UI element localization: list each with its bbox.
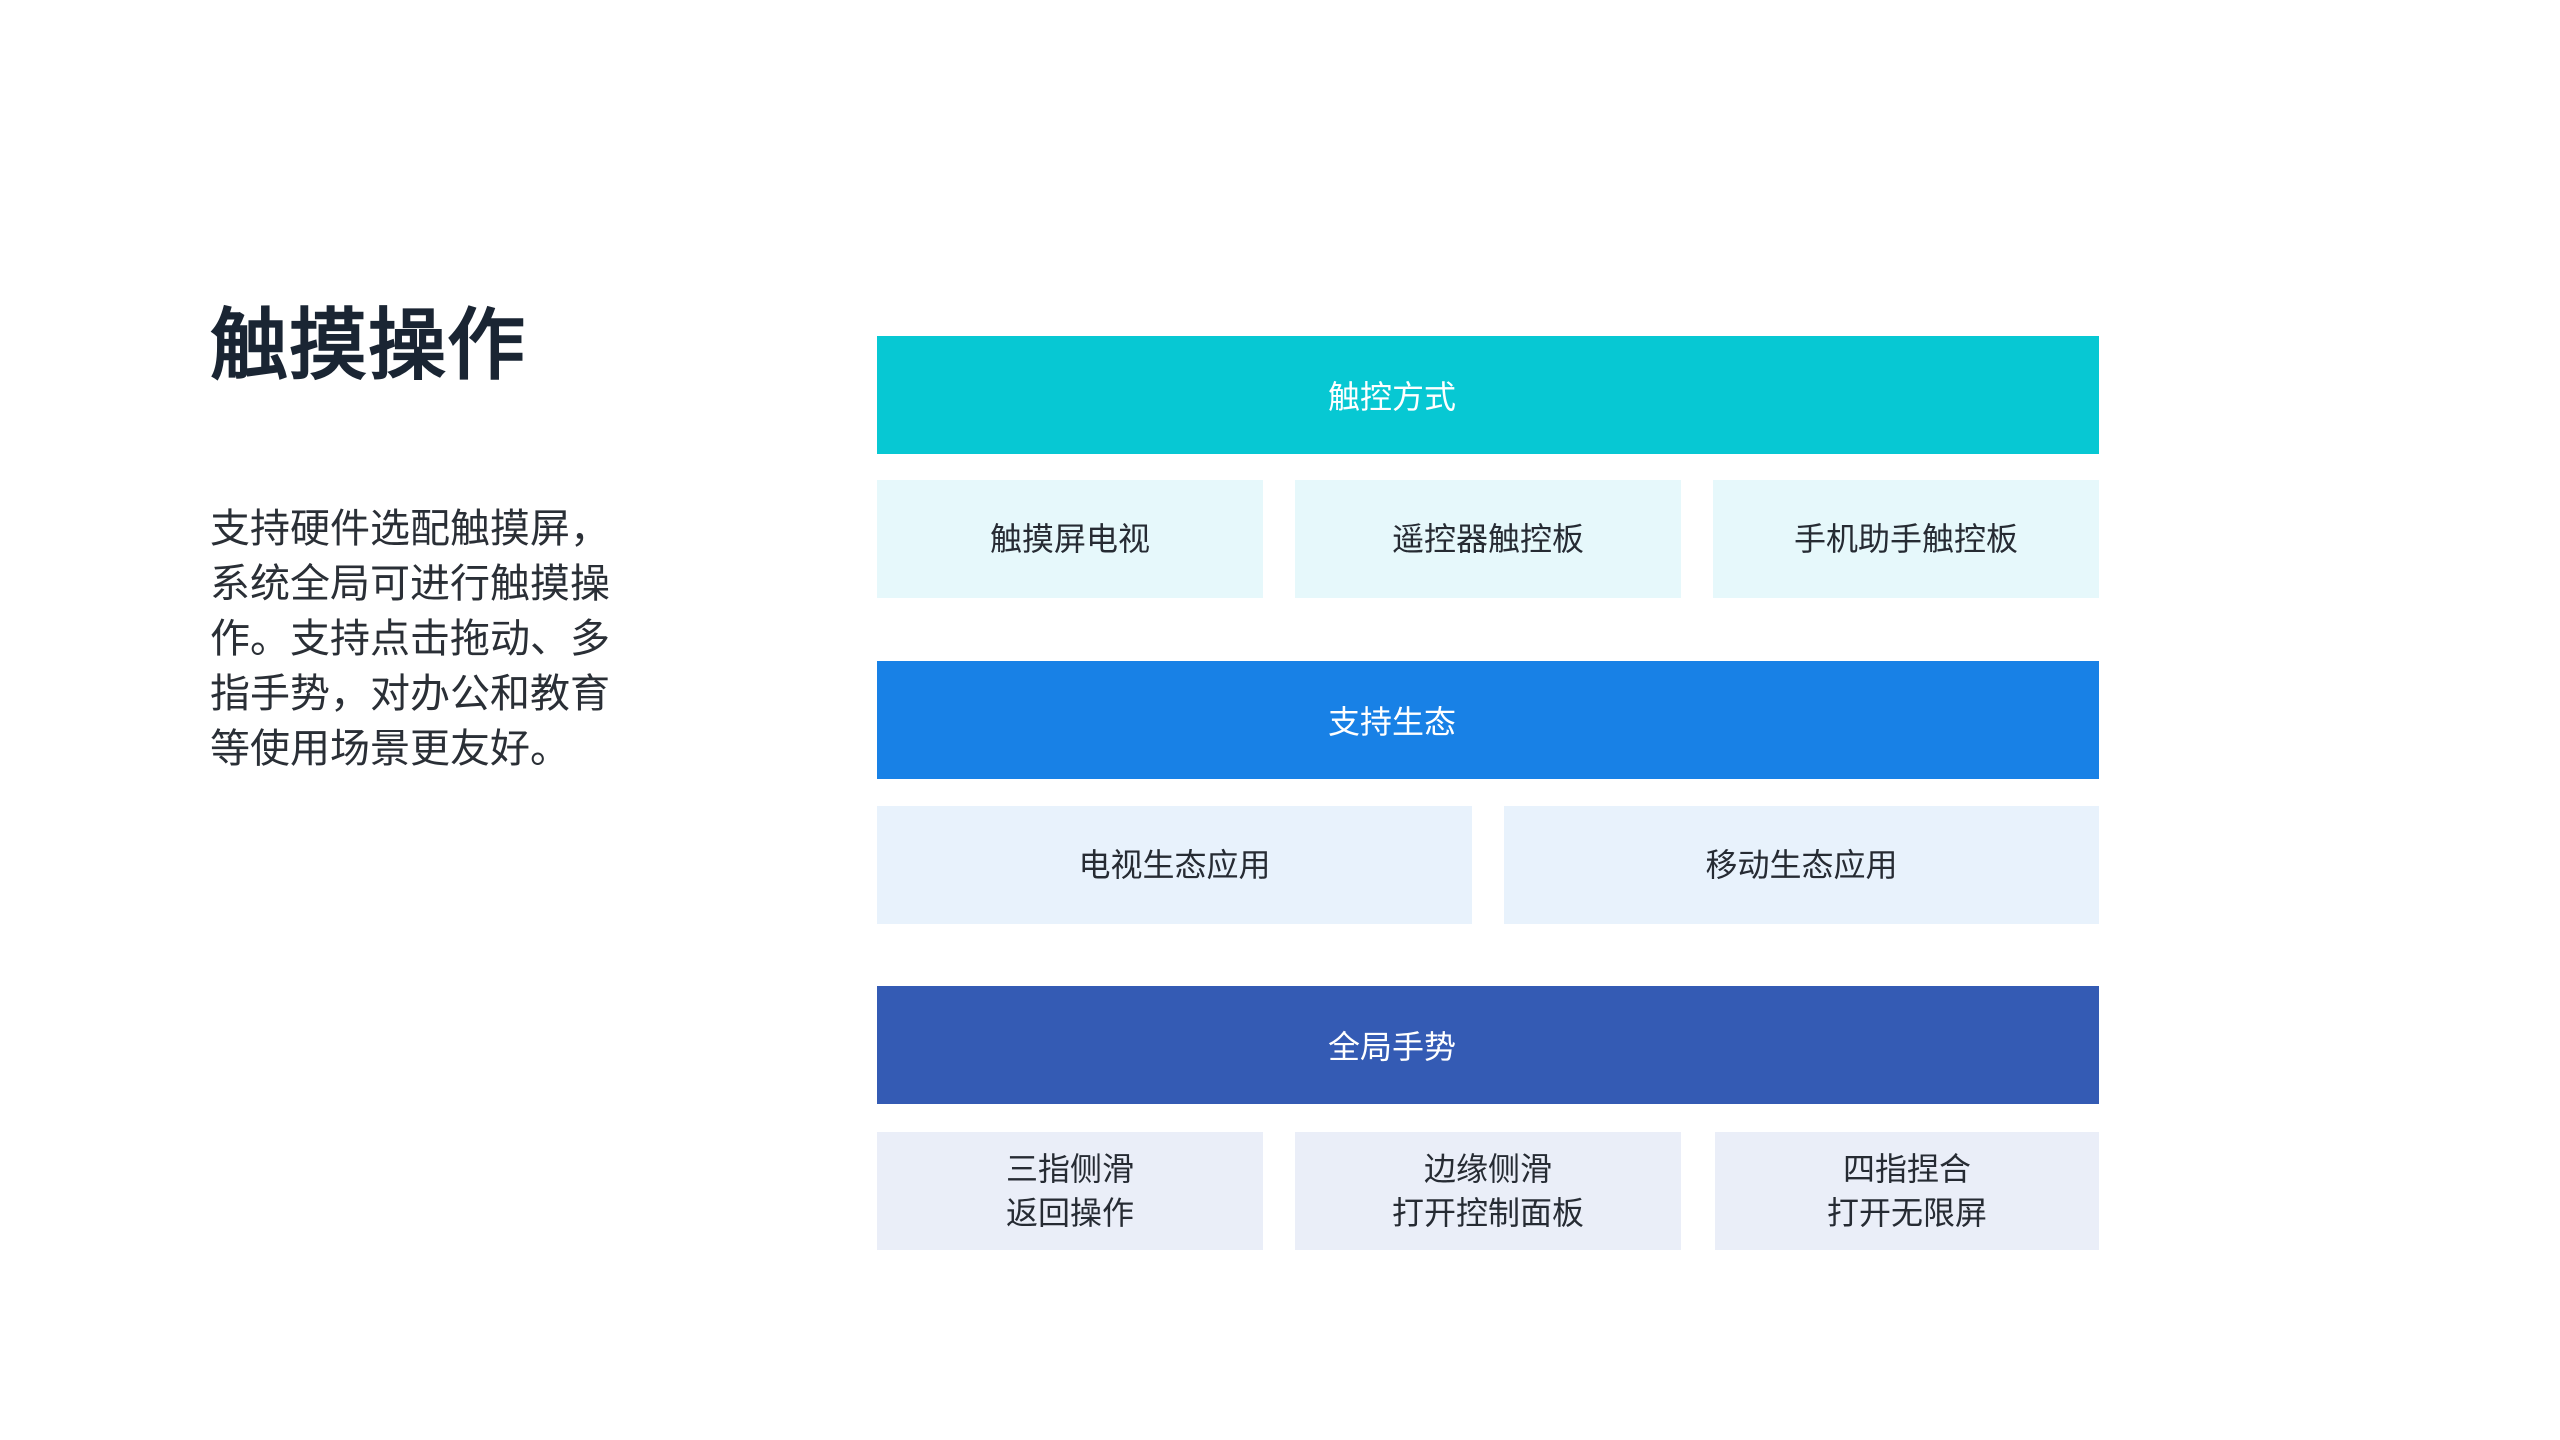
section-header-label: 触控方式 — [1327, 378, 1456, 416]
page-title: 触摸操作 — [210, 301, 527, 391]
section-header-label: 支持生态 — [1327, 703, 1456, 741]
item-remote-touchpad: 遥控器触控板 — [1295, 480, 1681, 598]
item-line-2: 打开控制面板 — [1391, 1194, 1584, 1232]
item-line-2: 打开无限屏 — [1826, 1194, 1987, 1232]
item-line-1: 四指捏合 — [1842, 1150, 1971, 1188]
section-header-global-gestures: 全局手势 — [877, 986, 2099, 1104]
item-line-1: 边缘侧滑 — [1423, 1150, 1552, 1188]
item-phone-assistant-touchpad: 手机助手触控板 — [1713, 480, 2099, 598]
feature-diagram: 触控方式 触摸屏电视 遥控器触控板 手机助手触控板 支持生态 电视生态应用 移动… — [877, 336, 2099, 1250]
section-header-touch-methods: 触控方式 — [877, 336, 2099, 454]
section-header-label: 全局手势 — [1327, 1028, 1456, 1066]
item-three-finger-swipe: 三指侧滑 返回操作 — [877, 1132, 1263, 1250]
item-mobile-ecosystem-apps: 移动生态应用 — [1504, 806, 2099, 924]
item-label: 遥控器触控板 — [1391, 520, 1584, 558]
item-label: 移动生态应用 — [1705, 846, 1898, 884]
item-tv-ecosystem-apps: 电视生态应用 — [877, 806, 1472, 924]
item-touchscreen-tv: 触摸屏电视 — [877, 480, 1263, 598]
item-label: 手机助手触控板 — [1793, 520, 2018, 558]
section-header-ecosystem: 支持生态 — [877, 661, 2099, 779]
item-line-1: 三指侧滑 — [1005, 1150, 1134, 1188]
description-text: 支持硬件选配触摸屏，系统全局可进行触摸操作。支持点击拖动、多指手势，对办公和教育… — [210, 506, 610, 772]
item-line-2: 返回操作 — [1005, 1194, 1134, 1232]
item-four-finger-pinch: 四指捏合 打开无限屏 — [1715, 1132, 2099, 1250]
item-label: 电视生态应用 — [1078, 846, 1271, 884]
item-edge-swipe: 边缘侧滑 打开控制面板 — [1295, 1132, 1681, 1250]
item-label: 触摸屏电视 — [989, 520, 1150, 558]
